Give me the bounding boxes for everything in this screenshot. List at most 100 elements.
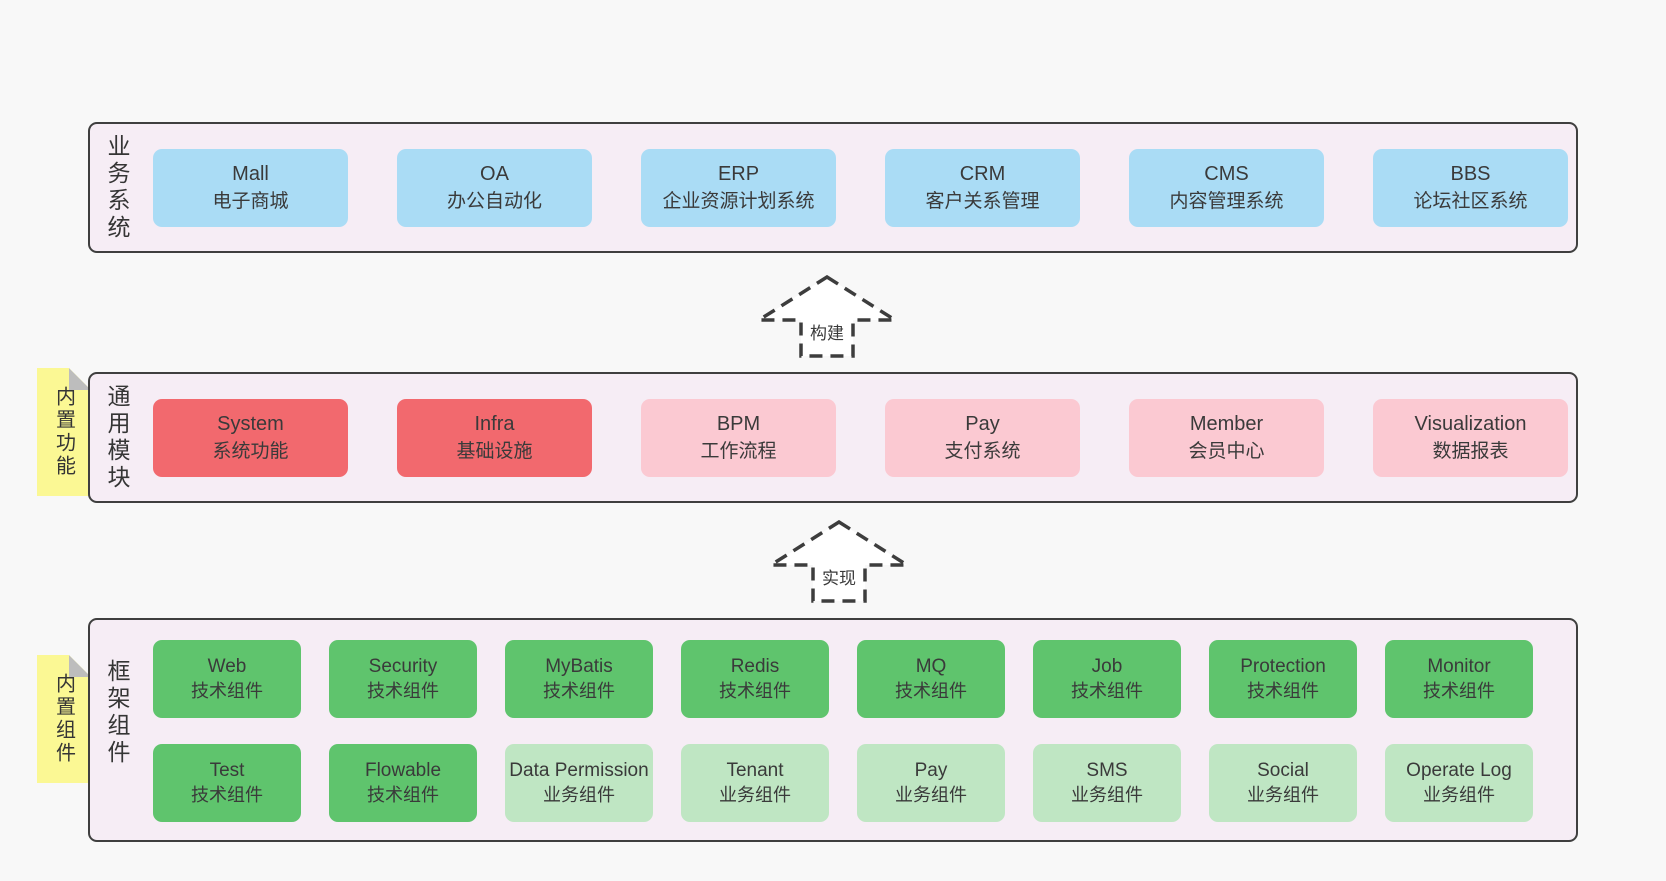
node-operate-log: Operate Log 业务组件: [1385, 744, 1533, 822]
dashed-up-arrow-icon: [769, 520, 909, 603]
node-subtitle: 技术组件: [367, 785, 439, 805]
dashed-up-arrow-icon: [757, 275, 897, 358]
node-mq: MQ 技术组件: [857, 640, 1005, 718]
node-title: Monitor: [1427, 656, 1491, 677]
node-subtitle: 业务组件: [1423, 785, 1495, 805]
node-subtitle: 会员中心: [1188, 440, 1265, 462]
node-subtitle: 技术组件: [367, 681, 439, 701]
node-title: Test: [209, 760, 245, 781]
framework-components-row-2: Test 技术组件 Flowable 技术组件 Data Permission …: [153, 744, 1533, 822]
node-title: Pay: [965, 412, 1000, 435]
node-subtitle: 业务组件: [895, 785, 967, 805]
node-visualization: Visualization 数据报表: [1373, 398, 1568, 477]
node-subtitle: 技术组件: [1071, 681, 1143, 701]
sticky-built-in-features-label: 内置功能: [52, 386, 75, 478]
node-data-permission: Data Permission 业务组件: [505, 744, 653, 822]
sticky-built-in-components-label: 内置组件: [52, 673, 75, 765]
node-mall: Mall 电子商城: [153, 148, 348, 227]
node-title: BPM: [716, 412, 761, 435]
node-monitor: Monitor 技术组件: [1385, 640, 1533, 718]
band-business-systems-label: 业务系统: [104, 133, 130, 242]
node-redis: Redis 技术组件: [681, 640, 829, 718]
band-common-modules: 通用模块 System 系统功能 Infra 基础设施 BPM 工作流程 Pay…: [88, 372, 1578, 503]
node-subtitle: 业务组件: [1071, 785, 1143, 805]
node-protection: Protection 技术组件: [1209, 640, 1357, 718]
node-subtitle: 办公自动化: [446, 190, 542, 212]
node-subtitle: 技术组件: [191, 785, 263, 805]
node-erp: ERP 企业资源计划系统: [641, 148, 836, 227]
node-flowable: Flowable 技术组件: [329, 744, 477, 822]
node-social: Social 业务组件: [1209, 744, 1357, 822]
node-cms: CMS 内容管理系统: [1129, 148, 1324, 227]
framework-components-grid: Web 技术组件 Security 技术组件 MyBatis 技术组件 Redi…: [153, 640, 1533, 822]
node-subtitle: 内容管理系统: [1169, 190, 1284, 212]
node-subtitle: 客户关系管理: [925, 190, 1040, 212]
node-mybatis: MyBatis 技术组件: [505, 640, 653, 718]
node-subtitle: 技术组件: [895, 681, 967, 701]
sticky-built-in-components: 内置组件: [37, 655, 91, 783]
node-title: Web: [207, 656, 247, 677]
node-title: System: [217, 412, 284, 435]
node-title: Visualization: [1414, 412, 1527, 435]
node-crm: CRM 客户关系管理: [885, 148, 1080, 227]
business-systems-row: Mall 电子商城 OA 办公自动化 ERP 企业资源计划系统 CRM 客户关系…: [153, 124, 1568, 251]
node-title: Member: [1189, 412, 1264, 435]
node-member: Member 会员中心: [1129, 398, 1324, 477]
node-title: BBS: [1450, 162, 1491, 185]
node-title: Mall: [232, 162, 269, 185]
node-infra: Infra 基础设施: [397, 398, 592, 477]
node-title: CRM: [959, 162, 1006, 185]
band-common-modules-label: 通用模块: [104, 383, 130, 492]
node-subtitle: 基础设施: [456, 440, 533, 462]
node-tenant: Tenant 业务组件: [681, 744, 829, 822]
node-title: CMS: [1204, 162, 1249, 185]
arrow-implement-label: 实现: [820, 564, 858, 589]
band-business-systems: 业务系统 Mall 电子商城 OA 办公自动化 ERP 企业资源计划系统 CRM…: [88, 122, 1578, 253]
node-subtitle: 业务组件: [543, 785, 615, 805]
node-security: Security 技术组件: [329, 640, 477, 718]
node-sms: SMS 业务组件: [1033, 744, 1181, 822]
node-system: System 系统功能: [153, 398, 348, 477]
node-title: Flowable: [364, 760, 442, 781]
node-oa: OA 办公自动化: [397, 148, 592, 227]
node-title: Infra: [474, 412, 515, 435]
arrow-implement: 实现: [769, 520, 909, 603]
node-title: MQ: [915, 656, 947, 677]
node-bbs: BBS 论坛社区系统: [1373, 148, 1568, 227]
node-subtitle: 技术组件: [1247, 681, 1319, 701]
node-subtitle: 技术组件: [1423, 681, 1495, 701]
common-modules-row: System 系统功能 Infra 基础设施 BPM 工作流程 Pay 支付系统…: [153, 374, 1568, 501]
band-framework-components: 框架组件 Web 技术组件 Security 技术组件 MyBatis 技术组件…: [88, 618, 1578, 842]
node-title: SMS: [1086, 760, 1128, 781]
node-title: Data Permission: [509, 760, 649, 781]
node-pay-system: Pay 支付系统: [885, 398, 1080, 477]
node-title: MyBatis: [545, 656, 613, 677]
node-title: Job: [1091, 656, 1123, 677]
framework-components-row-1: Web 技术组件 Security 技术组件 MyBatis 技术组件 Redi…: [153, 640, 1533, 718]
node-subtitle: 业务组件: [719, 785, 791, 805]
node-title: Redis: [730, 656, 780, 677]
node-subtitle: 论坛社区系统: [1413, 190, 1528, 212]
node-pay-component: Pay 业务组件: [857, 744, 1005, 822]
node-test: Test 技术组件: [153, 744, 301, 822]
node-subtitle: 数据报表: [1432, 440, 1509, 462]
node-subtitle: 技术组件: [543, 681, 615, 701]
node-subtitle: 业务组件: [1247, 785, 1319, 805]
node-title: ERP: [717, 162, 760, 185]
node-title: Social: [1257, 760, 1309, 781]
arrow-build-label: 构建: [808, 319, 846, 344]
node-title: Operate Log: [1406, 760, 1512, 781]
node-subtitle: 技术组件: [719, 681, 791, 701]
node-title: Pay: [914, 760, 948, 781]
node-subtitle: 技术组件: [191, 681, 263, 701]
node-bpm: BPM 工作流程: [641, 398, 836, 477]
arrow-build: 构建: [757, 275, 897, 358]
node-subtitle: 企业资源计划系统: [662, 190, 815, 212]
node-title: Tenant: [726, 760, 784, 781]
band-framework-components-label: 框架组件: [104, 659, 130, 767]
node-job: Job 技术组件: [1033, 640, 1181, 718]
node-subtitle: 系统功能: [212, 440, 289, 462]
node-title: OA: [480, 162, 509, 185]
node-subtitle: 电子商城: [212, 190, 289, 212]
